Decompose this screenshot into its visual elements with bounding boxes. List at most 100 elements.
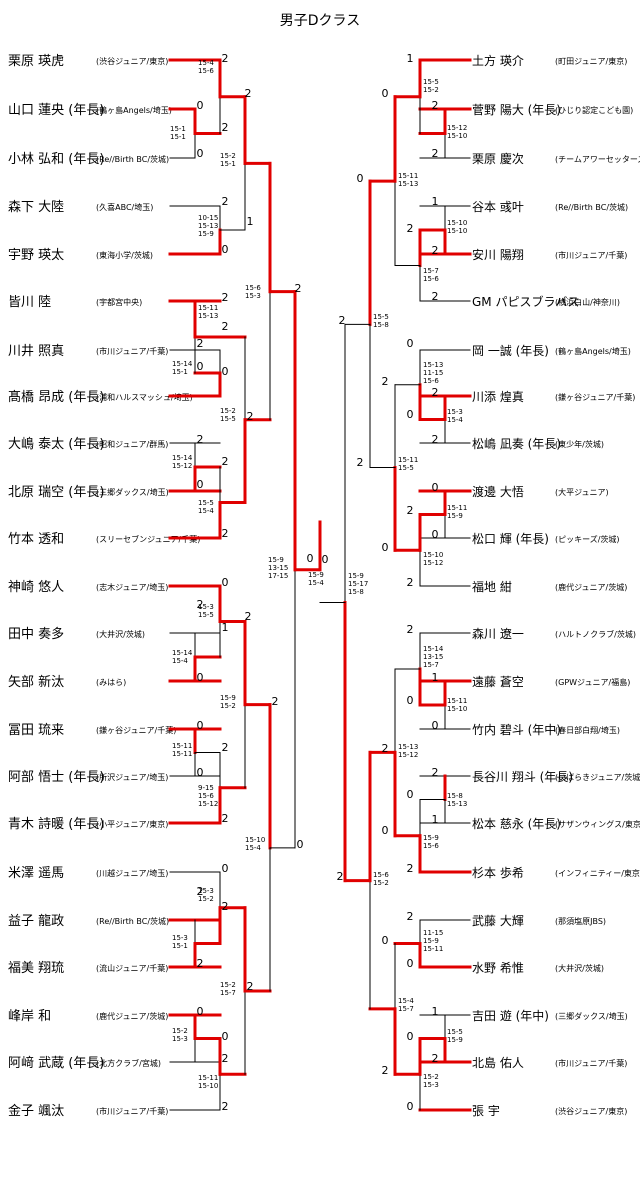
result-number: 0: [357, 172, 364, 185]
result-number: 2: [432, 290, 439, 303]
player-team-left: (東海小学/茨城): [96, 250, 153, 260]
result-number: 2: [247, 410, 254, 423]
player-name-right: 安川 陽翔: [472, 247, 524, 262]
set-score: 15-1: [172, 368, 188, 376]
set-score: 15-2: [220, 981, 236, 989]
result-number: 2: [222, 52, 229, 65]
set-score: 15-6: [198, 67, 214, 75]
result-number: 2: [247, 980, 254, 993]
result-number: 0: [222, 365, 229, 378]
set-score: 15-11: [172, 742, 192, 750]
set-score: 15-2: [423, 86, 439, 94]
result-number: 0: [222, 862, 229, 875]
player-team-left: (志木ジュニア/埼玉): [96, 582, 168, 592]
player-team-left: (みはら): [96, 678, 126, 687]
result-number: 2: [197, 337, 204, 350]
set-score: 15-8: [447, 792, 463, 800]
player-team-left: (所沢ジュニア/埼玉): [96, 772, 168, 782]
result-number: 2: [272, 695, 279, 708]
player-team-left: (久喜ABC/埼玉): [96, 202, 153, 212]
result-number: 0: [407, 408, 414, 421]
player-team-right: (東少年/茨城): [555, 439, 604, 449]
player-name-left: 阿﨑 武蔵 (年長): [8, 1055, 104, 1071]
result-number: 0: [197, 766, 204, 779]
result-number: 2: [222, 195, 229, 208]
player-team-left: (市川ジュニア/千葉): [96, 346, 168, 356]
result-number: 0: [297, 838, 304, 851]
player-name-right: 北島 佑人: [472, 1055, 524, 1070]
result-number: 2: [222, 1052, 229, 1065]
set-score: 15-8: [373, 321, 389, 329]
set-score: 15-4: [172, 657, 188, 665]
result-number: 0: [382, 934, 389, 947]
set-score: 13-15: [423, 653, 443, 661]
player-team-left: (昭和ジュニア/群馬): [96, 439, 168, 449]
player-team-right: (GPWジュニア/福島): [555, 677, 630, 687]
result-number: 2: [197, 957, 204, 970]
set-score: 15-12: [172, 462, 192, 470]
result-number: 0: [407, 1030, 414, 1043]
set-score: 15-9: [268, 556, 284, 564]
player-team-left: (Re//Birth BC/茨城): [96, 916, 169, 926]
set-score: 15-1: [170, 133, 186, 141]
player-name-left: 青木 詩暖 (年長): [8, 817, 104, 832]
result-number: 2: [222, 1100, 229, 1113]
set-score: 15-9: [447, 1036, 463, 1044]
player-team-right: (鶴ヶ島Angels/埼玉): [555, 346, 631, 356]
player-name-left: 冨田 琉来: [8, 723, 64, 738]
set-score: 15-5: [198, 611, 214, 619]
set-score: 15-17: [348, 580, 368, 588]
player-team-right: (鎌ヶ谷ジュニア/千葉): [555, 392, 635, 402]
result-number: 2: [407, 910, 414, 923]
player-name-left: 小林 弘和 (年長): [8, 152, 104, 167]
player-name-left: 金子 颯汰: [8, 1103, 64, 1119]
set-score: 15-9: [447, 512, 463, 520]
result-number: 2: [339, 314, 346, 327]
set-score: 15-3: [447, 408, 463, 416]
result-number: 2: [222, 900, 229, 913]
player-team-left: (市川ジュニア/千葉): [96, 1106, 168, 1116]
result-number: 0: [197, 360, 204, 373]
result-number: 0: [382, 824, 389, 837]
result-number: 2: [197, 885, 204, 898]
set-score: 15-6: [423, 377, 439, 385]
set-score: 15-10: [447, 227, 467, 235]
result-number: 0: [407, 957, 414, 970]
set-score: 15-9: [308, 571, 324, 579]
result-number: 2: [245, 610, 252, 623]
set-score: 15-4: [447, 416, 463, 424]
result-number: 0: [307, 552, 314, 565]
result-number: 0: [222, 243, 229, 256]
result-number: 2: [222, 320, 229, 333]
result-number: 0: [432, 481, 439, 494]
set-score: 15-10: [423, 551, 443, 559]
player-name-right: 渡邊 大悟: [472, 484, 524, 499]
result-number: 2: [222, 291, 229, 304]
set-score: 15-13: [447, 800, 467, 808]
player-team-left: (流山ジュニア/千葉): [96, 963, 168, 973]
set-score: 17-15: [268, 572, 288, 580]
player-name-right: 武藤 大輝: [472, 914, 524, 928]
set-score: 15-6: [423, 842, 439, 850]
result-number: 2: [432, 386, 439, 399]
player-name-right: 水野 希惟: [472, 960, 524, 975]
set-score: 15-14: [423, 645, 444, 653]
set-score: 15-8: [348, 588, 364, 596]
set-score: 15-10: [198, 1082, 218, 1090]
player-team-left: (大井沢/茨城): [96, 629, 145, 639]
set-score: 15-14: [172, 454, 193, 462]
result-number: 0: [222, 576, 229, 589]
player-name-right: 杉本 歩希: [472, 865, 524, 880]
player-team-left: (鹿代ジュニア/茨城): [96, 1011, 168, 1021]
player-team-right: (いばらきジュニア/茨城): [555, 772, 640, 782]
result-number: 0: [407, 1100, 414, 1113]
player-name-right: 遠藤 蒼空: [472, 675, 524, 689]
player-name-right: 森川 遼一: [472, 626, 524, 641]
set-score: 15-13: [198, 312, 218, 320]
player-team-right: (大平ジュニア): [555, 487, 609, 497]
set-score: 15-3: [198, 887, 214, 895]
result-number: 0: [222, 1030, 229, 1043]
set-score: 15-10: [447, 705, 467, 713]
result-number: 0: [197, 99, 204, 112]
